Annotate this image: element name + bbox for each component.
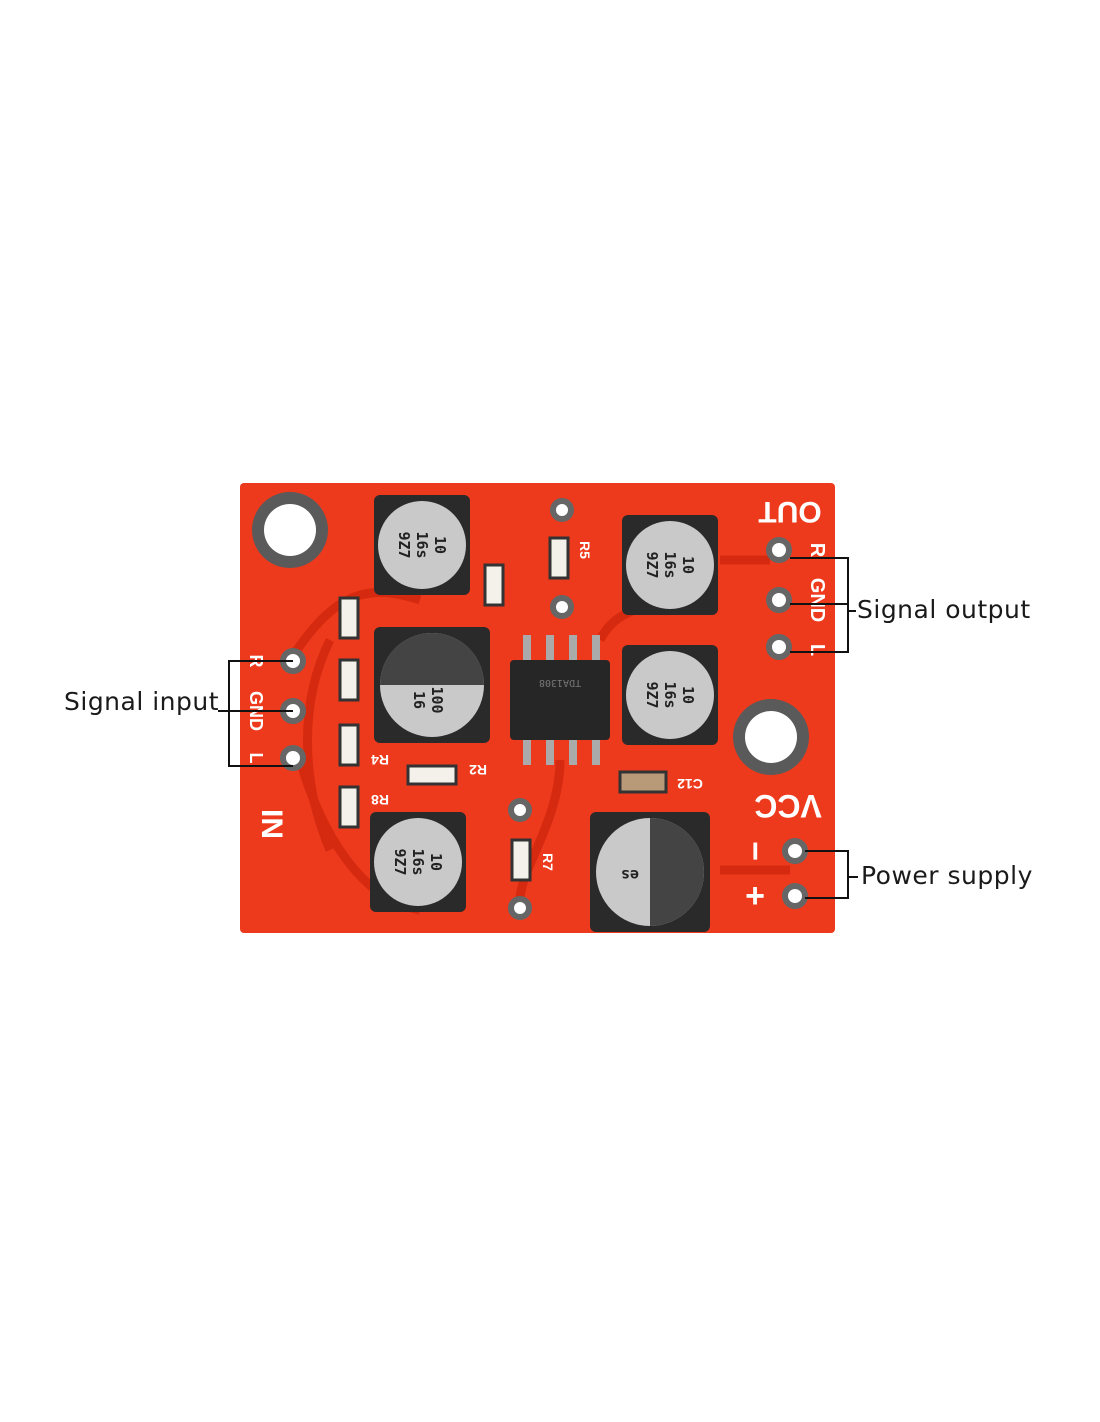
annotation-brackets <box>218 557 858 899</box>
svg-text:9Z7: 9Z7 <box>395 531 413 558</box>
capacitors <box>370 495 718 932</box>
svg-text:16s: 16s <box>661 681 679 708</box>
svg-text:L: L <box>806 644 828 656</box>
capacitor <box>374 495 470 595</box>
svg-text:9Z7: 9Z7 <box>643 681 661 708</box>
svg-text:R: R <box>806 543 828 558</box>
svg-text:9Z7: 9Z7 <box>391 848 409 875</box>
svg-text:TDA1308: TDA1308 <box>539 677 581 688</box>
svg-text:IN: IN <box>255 809 288 839</box>
svg-text:10: 10 <box>679 686 697 704</box>
mounting-hole-top-left <box>252 492 328 568</box>
capacitor-markings: 10 16s 9Z7 10 16s 9Z7 10 16s 9Z7 10 16s … <box>391 531 697 884</box>
capacitor-large <box>590 812 710 932</box>
capacitor <box>370 812 466 912</box>
svg-text:C12: C12 <box>677 776 703 792</box>
svg-text:R8: R8 <box>371 792 389 808</box>
resistors <box>338 536 668 882</box>
svg-text:+: + <box>745 877 765 915</box>
signal-output-label: Signal output <box>857 595 1031 624</box>
capacitor <box>622 515 718 615</box>
capacitor-large <box>374 627 490 743</box>
svg-text:16s: 16s <box>413 531 431 558</box>
svg-text:L: L <box>246 753 266 764</box>
svg-text:es: es <box>621 866 639 884</box>
svg-text:GND: GND <box>806 578 828 622</box>
power-supply-label: Power supply <box>861 861 1033 890</box>
pads <box>280 498 808 920</box>
svg-text:16s: 16s <box>409 848 427 875</box>
svg-text:10: 10 <box>431 536 449 554</box>
mounting-hole-right <box>733 699 809 775</box>
svg-text:−: − <box>736 841 774 861</box>
tda1308-chip: TDA1308 <box>510 635 610 765</box>
svg-text:R4: R4 <box>371 752 389 768</box>
svg-text:VCC: VCC <box>754 788 822 824</box>
svg-text:10: 10 <box>679 556 697 574</box>
svg-text:100: 100 <box>428 686 446 713</box>
signal-input-label: Signal input <box>64 687 220 716</box>
svg-text:16s: 16s <box>661 551 679 578</box>
silkscreen: OUT R GND L VCC − + IN R GND L R2 R4 R5 … <box>246 495 828 915</box>
svg-text:R7: R7 <box>540 853 556 871</box>
svg-text:10: 10 <box>427 853 445 871</box>
capacitor <box>622 645 718 745</box>
svg-text:16: 16 <box>410 691 428 709</box>
svg-text:R5: R5 <box>577 541 593 559</box>
svg-text:OUT: OUT <box>758 495 821 528</box>
svg-text:9Z7: 9Z7 <box>643 551 661 578</box>
svg-text:R2: R2 <box>469 762 487 778</box>
